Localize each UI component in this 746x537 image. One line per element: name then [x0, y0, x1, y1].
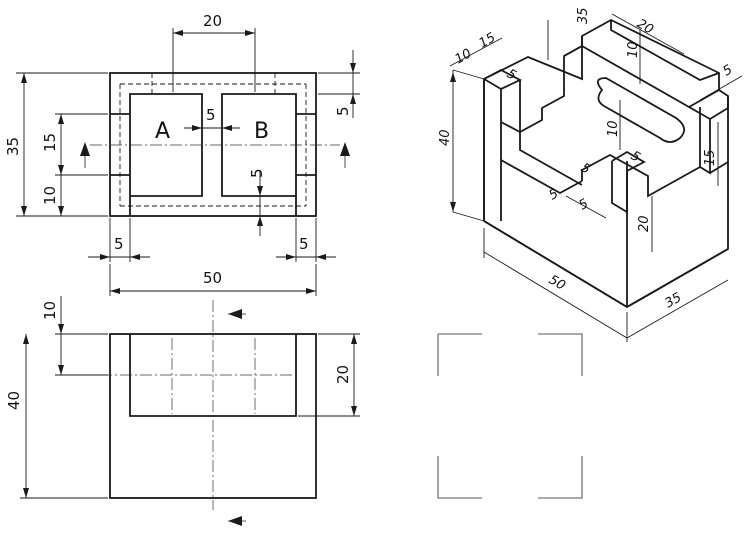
iso-dim-slot-span: 20 — [634, 16, 656, 37]
arrowhead — [58, 206, 64, 216]
empty-frame — [437, 333, 583, 499]
iso-dim-depth: 35 — [663, 290, 685, 311]
label-a: A — [155, 119, 170, 144]
extension-line — [452, 69, 485, 80]
dim-tab-depth: 5 — [248, 168, 266, 178]
section-arrow-right — [340, 142, 350, 156]
iso-left-post-top — [483, 68, 523, 90]
iso-right-post-edge — [611, 161, 628, 213]
iso-dim-wall-right: 5 — [721, 62, 736, 79]
arrowhead — [222, 125, 232, 131]
iso-right-inner — [647, 107, 701, 198]
iso-dim-rim-b: 15 — [477, 30, 499, 51]
dimension-line — [699, 75, 743, 101]
arrowhead — [450, 72, 456, 82]
iso-dim-pocket-height: 20 — [637, 215, 652, 232]
dim-center-gap: 5 — [206, 106, 216, 124]
iso-right-step — [688, 96, 729, 121]
dim-right-wall: 5 — [299, 235, 309, 253]
iso-edge — [500, 121, 521, 133]
arrowhead — [245, 30, 255, 36]
top-view: 20 35 15 10 5 5 — [4, 12, 360, 262]
arrowhead — [23, 488, 29, 498]
iso-inner-floor-left — [500, 159, 583, 195]
arrowhead — [351, 406, 357, 416]
iso-back-inner — [610, 20, 720, 81]
arrowhead — [350, 63, 356, 73]
iso-dim-slot-width: 10 — [626, 41, 641, 58]
section-arrow-left — [80, 142, 90, 156]
arrowhead — [450, 202, 456, 212]
iso-dim-width: 50 — [546, 272, 568, 293]
frame-corner — [538, 333, 583, 376]
arrowhead — [350, 94, 356, 104]
arrowhead — [21, 206, 27, 216]
arrowhead — [192, 125, 202, 131]
dimension-line — [626, 279, 729, 339]
extension-line — [452, 211, 485, 222]
dim-top-band: 10 — [41, 301, 59, 320]
dim-overall-width: 50 — [203, 269, 222, 287]
arrowhead — [58, 165, 64, 175]
dim-slot-width: 20 — [203, 12, 222, 30]
arrowhead — [58, 365, 64, 375]
dimension-line — [565, 195, 607, 219]
iso-center-tab — [581, 153, 649, 186]
iso-dim-rim-a: 10 — [453, 46, 475, 67]
frame-corner — [437, 456, 482, 499]
dimension-line — [483, 251, 628, 339]
arrowhead — [58, 324, 64, 334]
iso-edge — [709, 161, 729, 174]
iso-dim-height: 40 — [438, 129, 453, 146]
iso-dim-step-height: 15 — [703, 149, 718, 166]
frame-corner — [538, 456, 583, 499]
pocket-a-outline — [129, 93, 203, 216]
dim-left-wall: 5 — [114, 235, 124, 253]
iso-dim-slot-length: 10 — [606, 120, 621, 137]
iso-outline — [483, 18, 729, 309]
arrowhead — [257, 216, 263, 226]
isometric-view: 40 10 15 35 20 10 10 5 5 15 5 5 5 5 20 5… — [438, 7, 743, 342]
arrowhead — [351, 334, 357, 344]
dim-pocket-depth: 20 — [334, 365, 352, 384]
dimension-line — [449, 37, 503, 67]
iso-edge — [626, 248, 729, 308]
dimension-line — [611, 13, 685, 55]
dim-lower-offset: 10 — [41, 186, 59, 205]
arrowhead — [58, 114, 64, 124]
arrowhead — [23, 334, 29, 344]
iso-edge — [483, 220, 628, 308]
iso-back-post — [563, 36, 583, 57]
arrowhead — [306, 288, 316, 294]
dim-inner-height: 15 — [41, 133, 59, 152]
iso-slot — [596, 77, 686, 143]
arrowhead — [110, 288, 120, 294]
iso-dim-depth-top: 35 — [576, 7, 591, 24]
arrowhead — [173, 30, 183, 36]
top-view-outline — [109, 72, 317, 217]
front-view: 50 10 40 20 — [5, 264, 360, 526]
arrowhead — [257, 186, 263, 196]
iso-right-post-top — [611, 150, 646, 172]
pocket-b-outline — [221, 93, 297, 216]
dim-overall-height: 40 — [5, 391, 23, 410]
dim-right-rim: 5 — [334, 106, 352, 116]
dim-overall-depth: 35 — [4, 137, 22, 156]
arrowhead — [286, 254, 296, 260]
arrowhead — [21, 73, 27, 83]
label-b: B — [254, 119, 269, 144]
arrowhead — [130, 254, 140, 260]
iso-inner-wall — [519, 132, 583, 186]
arrowhead — [100, 254, 110, 260]
arrowhead — [316, 254, 326, 260]
